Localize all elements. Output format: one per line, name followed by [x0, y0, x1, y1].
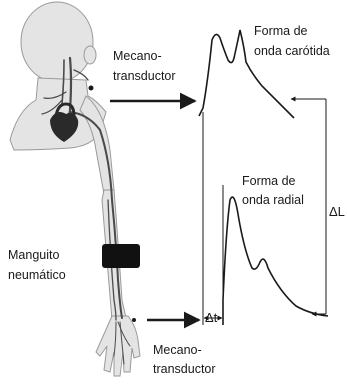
delta-l-label: ΔL [329, 204, 345, 219]
pneumatic-cuff-icon [102, 244, 140, 268]
mechano-bottom-label-2: transductor [153, 362, 216, 376]
mechano-bottom-label-1: Mecano- [153, 343, 202, 357]
radial-label-2: onda radial [242, 193, 304, 207]
mechano-top-label-2: transductor [113, 69, 176, 83]
radial-sensor [132, 318, 136, 322]
carotid-label-2: onda carótida [254, 44, 330, 58]
cuff-label-2: neumático [8, 268, 66, 282]
carotid-sensor [89, 86, 94, 91]
radial-waveform [223, 197, 328, 325]
cuff-label-1: Manguito [8, 248, 59, 262]
carotid-label-1: Forma de [254, 24, 308, 38]
delta-t-label: Δt [205, 310, 218, 325]
mechano-top-label-1: Mecano- [113, 49, 162, 63]
radial-label-1: Forma de [242, 174, 296, 188]
